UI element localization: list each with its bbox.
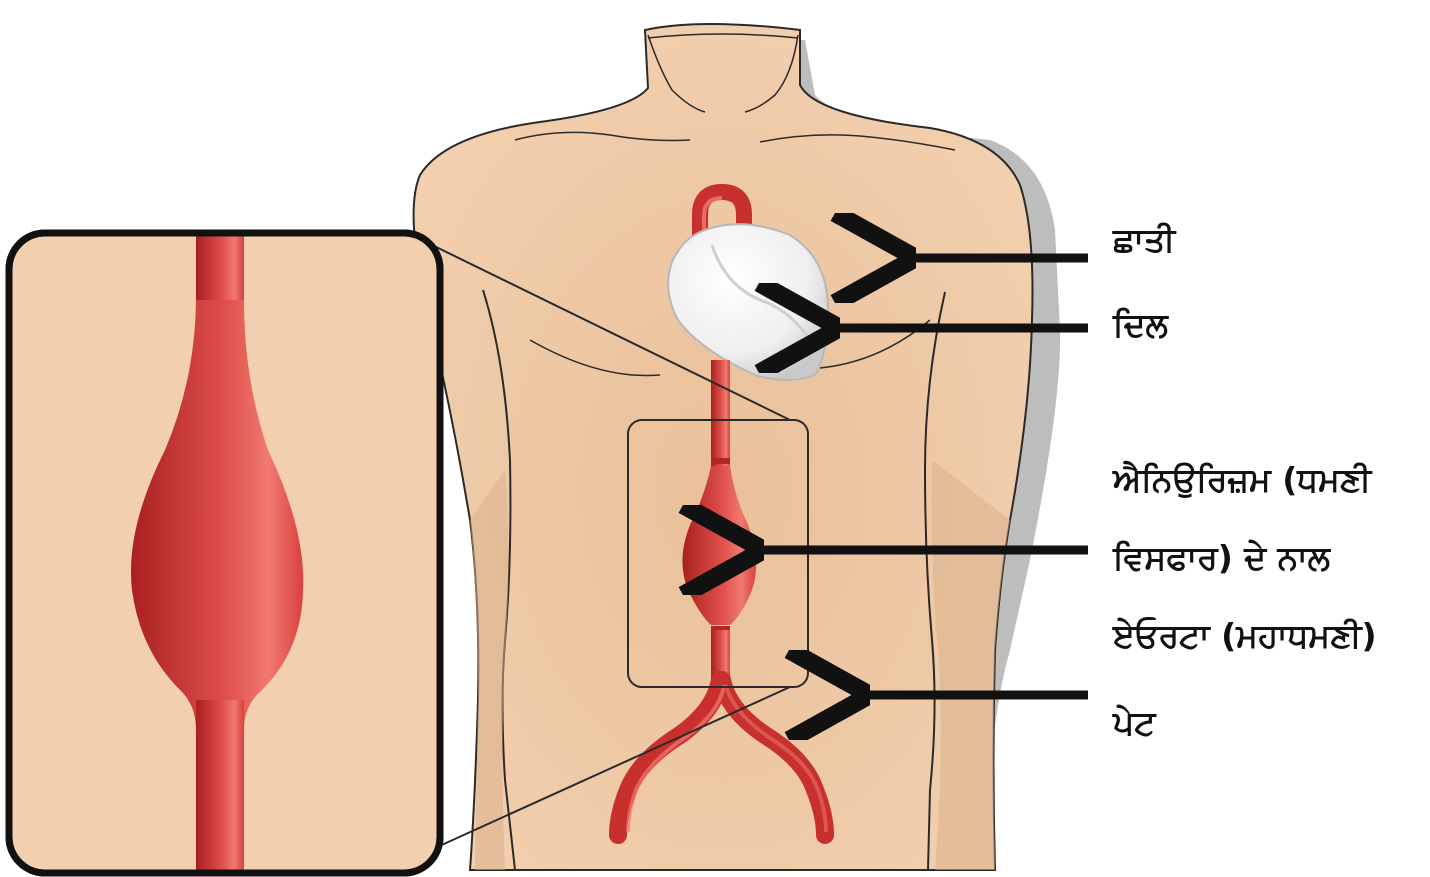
descending-aorta	[711, 360, 730, 470]
label-aneurysm-line2: ਵਿਸਫਾਰ) ਦੇ ਨਾਲ	[1113, 538, 1330, 578]
zoom-inset	[9, 233, 440, 873]
inset-aorta-lower	[196, 700, 244, 870]
label-aneurysm-line3: ਏਓਰਟਾ (ਮਹਾਧਮਣੀ)	[1113, 616, 1377, 656]
aorta-band-top	[711, 458, 730, 464]
label-heart: ਦਿਲ	[1113, 305, 1168, 345]
label-aneurysm-line1: ਐਨਿਉਰਿਜ਼ਮ (ਧਮਣੀ	[1113, 460, 1371, 500]
label-chest: ਛਾਤੀ	[1113, 220, 1175, 260]
label-abdomen: ਪੇਟ	[1113, 703, 1155, 743]
